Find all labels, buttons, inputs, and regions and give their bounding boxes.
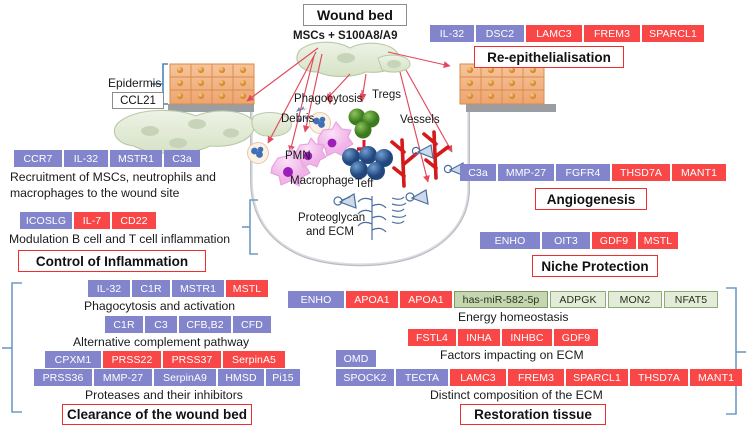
- caption-alternative-complement: Alternative complement pathway: [73, 335, 250, 349]
- chip-res-r1-0[interactable]: FSTL4: [408, 329, 456, 346]
- caption-distinct-composition-ecm: Distinct composition of the ECM: [430, 388, 603, 402]
- chip-clr-r1-3[interactable]: CFD: [233, 316, 271, 333]
- chip-coi-r0-0[interactable]: CCR7: [14, 150, 62, 167]
- chip-res-r0-6[interactable]: NFAT5: [664, 291, 718, 308]
- caption-modulation: Modulation B cell and T cell inflammatio…: [9, 232, 231, 246]
- chip-clr-r2a-2[interactable]: PRSS37: [163, 351, 221, 368]
- chip-res-r0-5[interactable]: MON2: [608, 291, 662, 308]
- pmn-label: PMN: [285, 150, 311, 162]
- tregs-label: Tregs: [372, 89, 401, 101]
- chip-clr-r2a-3[interactable]: SerpinA5: [223, 351, 285, 368]
- chip-clr-r2a-0[interactable]: CPXM1: [45, 351, 101, 368]
- chip-re-epi-1[interactable]: DSC2: [476, 25, 524, 42]
- caption-proteases-inhibitors: Proteases and their inhibitors: [85, 388, 243, 402]
- chip-res-r2-5[interactable]: THSD7A: [630, 369, 688, 386]
- chip-coi-r0-3[interactable]: C3a: [164, 150, 200, 167]
- chip-angio-0[interactable]: C3a: [460, 164, 496, 181]
- treg-cells: [348, 108, 380, 151]
- headline-angiogenesis: Angiogenesis: [535, 188, 647, 210]
- chip-angio-3[interactable]: THSD7A: [612, 164, 670, 181]
- teff-label: Teff: [355, 178, 374, 190]
- wound-bed-subtitle: MSCs + S100A8/A9: [293, 30, 398, 42]
- caption-phagocytosis-activation: Phagocytosis and activation: [84, 299, 236, 313]
- vessels-label: Vessels: [400, 114, 440, 126]
- chip-res-r0-3[interactable]: has-miR-582-5p: [454, 291, 548, 308]
- msc-sheet-left: [113, 109, 255, 155]
- bracket-wound-left: [242, 199, 258, 255]
- phagocytosis-label: Phagocytosis: [294, 93, 363, 105]
- chip-res-r2-6[interactable]: MANT1: [690, 369, 742, 386]
- chip-coi-r1-2[interactable]: CD22: [112, 212, 156, 229]
- debris-label: Debris: [281, 113, 315, 125]
- caption-recruitment-line2: macrophages to the wound site: [10, 186, 180, 200]
- chip-clr-r2b-4[interactable]: Pi15: [266, 369, 300, 386]
- caption-energy-homeostasis: Energy homeostasis: [458, 310, 569, 324]
- chip-res-r1-2[interactable]: INHBC: [502, 329, 552, 346]
- chip-clr-r0-3[interactable]: MSTL: [226, 280, 268, 297]
- chip-clr-r2b-2[interactable]: SerpinA9: [154, 369, 216, 386]
- epidermis-left: [169, 63, 255, 105]
- macrophage-label: Macrophage: [290, 175, 354, 187]
- chip-clr-r0-1[interactable]: C1R: [132, 280, 170, 297]
- chip-clr-r2a-1[interactable]: PRSS22: [103, 351, 161, 368]
- ccl21-box: CCL21: [112, 92, 164, 109]
- chip-res-r2-0[interactable]: SPOCK2: [336, 369, 394, 386]
- chip-clr-r1-2[interactable]: CFB,B2: [179, 316, 231, 333]
- chip-res-r1-1[interactable]: INHA: [458, 329, 500, 346]
- chip-niche-0[interactable]: ENHO: [480, 232, 540, 249]
- headline-re-epithelialisation: Re-epithelialisation: [474, 46, 624, 68]
- chip-res-r2-lead-0[interactable]: OMD: [336, 350, 376, 367]
- chip-res-r2-4[interactable]: SPARCL1: [566, 369, 628, 386]
- chip-angio-2[interactable]: FGFR4: [556, 164, 610, 181]
- headline-niche-protection: Niche Protection: [532, 255, 658, 277]
- proteoglycan-label-line1: Proteoglycan: [298, 212, 366, 224]
- chip-coi-r0-2[interactable]: MSTR1: [110, 150, 162, 167]
- caption-recruitment-line1: Recruitment of MSCs, neutrophils and: [10, 170, 216, 184]
- chip-res-r2-3[interactable]: FREM3: [508, 369, 564, 386]
- chip-clr-r2b-1[interactable]: MMP-27: [94, 369, 152, 386]
- chip-clr-r0-0[interactable]: IL-32: [88, 280, 130, 297]
- wound-bed-title: Wound bed: [303, 4, 407, 26]
- proteoglycan-label-line2: and ECM: [306, 226, 354, 238]
- chip-re-epi-0[interactable]: IL-32: [430, 25, 474, 42]
- epidermis-right: [459, 63, 545, 105]
- chip-coi-r1-0[interactable]: ICOSLG: [20, 212, 72, 229]
- chip-re-epi-3[interactable]: FREM3: [584, 25, 640, 42]
- headline-control-of-inflammation: Control of Inflammation: [18, 250, 206, 272]
- msc-cluster-top: [296, 41, 411, 78]
- chip-clr-r1-1[interactable]: C3: [145, 316, 177, 333]
- chip-res-r0-4[interactable]: ADPGK: [550, 291, 606, 308]
- chip-angio-4[interactable]: MANT1: [672, 164, 726, 181]
- chip-re-epi-2[interactable]: LAMC3: [526, 25, 582, 42]
- chip-res-r1-3[interactable]: GDF9: [554, 329, 598, 346]
- chip-res-r2-2[interactable]: LAMC3: [450, 369, 506, 386]
- chip-angio-1[interactable]: MMP-27: [498, 164, 554, 181]
- chip-res-r0-2[interactable]: APOA1: [400, 291, 452, 308]
- chip-coi-r0-1[interactable]: IL-32: [64, 150, 108, 167]
- headline-clearance: Clearance of the wound bed: [62, 404, 252, 425]
- headline-restoration-tissue: Restoration tissue: [460, 404, 606, 425]
- chip-re-epi-4[interactable]: SPARCL1: [642, 25, 704, 42]
- bracket-clearance: [2, 282, 22, 413]
- chip-clr-r2b-3[interactable]: HMSD: [218, 369, 264, 386]
- chip-clr-r2b-0[interactable]: PRSS36: [34, 369, 92, 386]
- chip-res-r0-1[interactable]: APOA1: [346, 291, 398, 308]
- chip-clr-r0-2[interactable]: MSTR1: [172, 280, 224, 297]
- chip-niche-1[interactable]: OIT3: [542, 232, 590, 249]
- caption-factors-impacting-ecm: Factors impacting on ECM: [440, 348, 584, 362]
- bracket-restoration: [726, 287, 746, 415]
- chip-niche-2[interactable]: GDF9: [592, 232, 636, 249]
- chip-res-r0-0[interactable]: ENHO: [288, 291, 344, 308]
- vessel-icons: [390, 130, 450, 188]
- chip-res-r2-1[interactable]: TECTA: [396, 369, 448, 386]
- chip-niche-3[interactable]: MSTL: [638, 232, 678, 249]
- epidermis-label: Epidermis: [108, 76, 162, 90]
- chip-clr-r1-0[interactable]: C1R: [105, 316, 143, 333]
- chip-coi-r1-1[interactable]: IL-7: [74, 212, 110, 229]
